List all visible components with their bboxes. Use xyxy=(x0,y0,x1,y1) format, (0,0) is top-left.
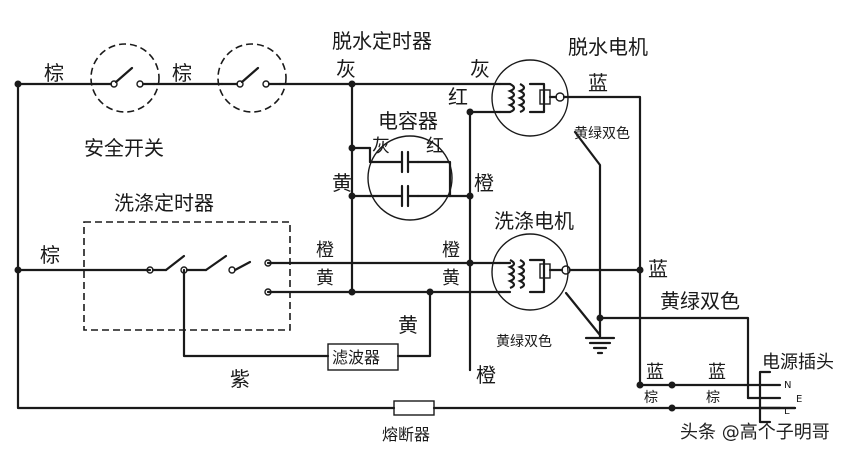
plug-e-label: E xyxy=(796,394,802,405)
fuse xyxy=(393,400,435,416)
fuse-label: 熔断器 xyxy=(382,425,430,444)
orange-label: 橙 xyxy=(474,171,494,195)
orange-label: 橙 xyxy=(476,363,496,387)
spin-motor xyxy=(491,59,569,137)
orange-label: 橙 xyxy=(316,240,334,261)
spin-motor-label: 脱水电机 xyxy=(568,35,648,59)
yellow-label: 黄 xyxy=(332,171,352,195)
yellow-green-label: 黄绿双色 xyxy=(660,289,740,313)
brown-label: 棕 xyxy=(706,390,720,406)
ground-symbol xyxy=(584,336,616,355)
plug-n-label: N xyxy=(784,380,791,391)
blue-label: 蓝 xyxy=(646,362,664,383)
yellow-label: 黄 xyxy=(316,268,334,289)
blue-label: 蓝 xyxy=(708,362,726,383)
spin-timer-switch xyxy=(217,43,287,113)
wash-motor-label: 洗涤电机 xyxy=(494,209,574,233)
orange-label: 橙 xyxy=(442,240,460,261)
filter xyxy=(327,343,399,371)
purple-label: 紫 xyxy=(230,367,250,391)
capacitor xyxy=(367,135,453,221)
labels: 棕 棕 安全开关 脱水定时器 灰 灰 脱水电机 蓝 红 黄绿双色 电容器 灰 红… xyxy=(40,29,834,444)
brown-label: 棕 xyxy=(172,61,192,85)
gray-label: 灰 xyxy=(470,57,490,81)
spin-timer-label: 脱水定时器 xyxy=(332,29,432,53)
brown-label: 棕 xyxy=(644,390,658,406)
filter-label: 滤波器 xyxy=(332,348,380,367)
brown-label: 棕 xyxy=(44,61,64,85)
wash-timer xyxy=(83,221,291,331)
yellow-green-label: 黄绿双色 xyxy=(496,333,552,350)
blue-label: 蓝 xyxy=(648,257,668,281)
plug-l-label: L xyxy=(784,406,790,417)
capacitor-label: 电容器 xyxy=(378,109,438,133)
red-label: 红 xyxy=(426,136,444,157)
yellow-green-label: 黄绿双色 xyxy=(574,125,630,142)
power-plug xyxy=(758,370,782,424)
brown-label: 棕 xyxy=(40,243,60,267)
watermark: 头条 @高个子明哥 xyxy=(680,422,830,443)
safety-switch-label: 安全开关 xyxy=(84,136,164,160)
red-label: 红 xyxy=(448,85,468,109)
wires xyxy=(16,82,797,410)
yellow-label: 黄 xyxy=(398,313,418,337)
safety-switch xyxy=(90,43,160,113)
junction-dots xyxy=(14,80,676,412)
power-plug-label: 电源插头 xyxy=(762,352,834,373)
blue-label: 蓝 xyxy=(588,71,608,95)
gray-label: 灰 xyxy=(336,57,356,81)
wash-timer-label: 洗涤定时器 xyxy=(114,191,214,215)
wash-motor xyxy=(491,233,571,311)
gray-label: 灰 xyxy=(372,136,390,157)
yellow-label: 黄 xyxy=(442,268,460,289)
